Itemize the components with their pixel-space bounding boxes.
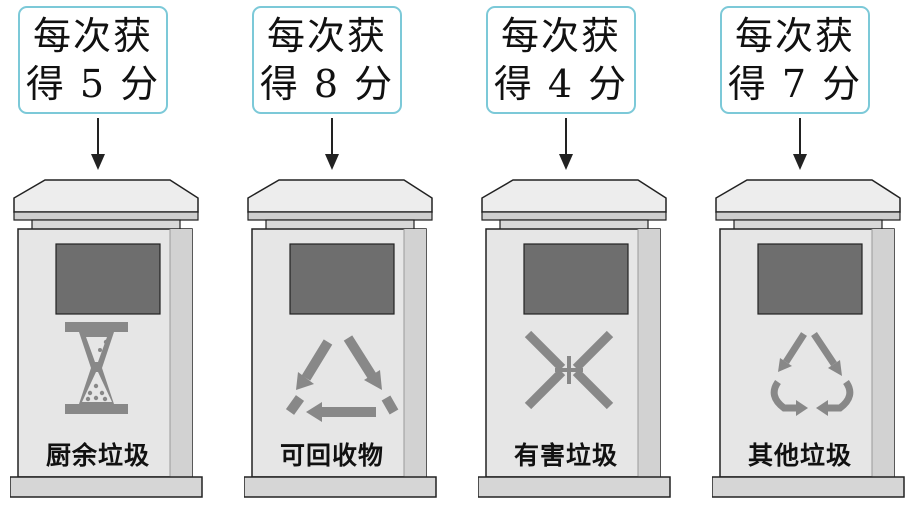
points-label-line-2: 得 7 分: [727, 62, 863, 106]
trash-bin: [244, 172, 444, 504]
points-label-line-2: 得 4 分: [493, 62, 629, 106]
points-label-box: 每次获 得 8 分: [252, 6, 402, 114]
points-label-box: 每次获 得 4 分: [486, 6, 636, 114]
points-label-line-1: 每次获: [32, 14, 153, 58]
points-label-line-2: 得 8 分: [259, 62, 395, 106]
bin-caption: 其他垃圾: [747, 441, 852, 470]
down-arrow-icon: [559, 118, 573, 170]
bin-caption: 有害垃圾: [513, 441, 618, 470]
other-waste-icon: [770, 332, 854, 416]
bin-unit-hazardous-waste: 每次获 得 4 分 有害垃圾: [478, 0, 678, 509]
bin-caption: 可回收物: [279, 441, 384, 470]
down-arrow-icon: [325, 118, 339, 170]
down-arrow-icon: [91, 118, 105, 170]
bin-unit-kitchen-waste: 每次获 得 5 分 厨余垃圾: [10, 0, 210, 509]
bin-unit-recyclable: 每次获 得 8 分 可回收物: [244, 0, 444, 509]
bin-caption: 厨余垃圾: [45, 441, 150, 470]
points-label-line-1: 每次获: [500, 14, 621, 58]
recyclable-icon: [285, 335, 399, 422]
bin-unit-other-waste: 每次获 得 7 分 其他垃圾: [712, 0, 907, 509]
points-label-line-1: 每次获: [734, 14, 855, 58]
trash-bin: [10, 172, 210, 504]
trash-bin: [478, 172, 678, 504]
trash-bin: [712, 172, 907, 504]
down-arrow-icon: [793, 118, 807, 170]
points-label-line-2: 得 5 分: [25, 62, 161, 106]
points-label-line-1: 每次获: [266, 14, 387, 58]
points-label-box: 每次获 得 5 分: [18, 6, 168, 114]
points-label-box: 每次获 得 7 分: [720, 6, 870, 114]
kitchen-waste-icon: [65, 322, 128, 414]
hazardous-waste-icon: [524, 330, 614, 410]
